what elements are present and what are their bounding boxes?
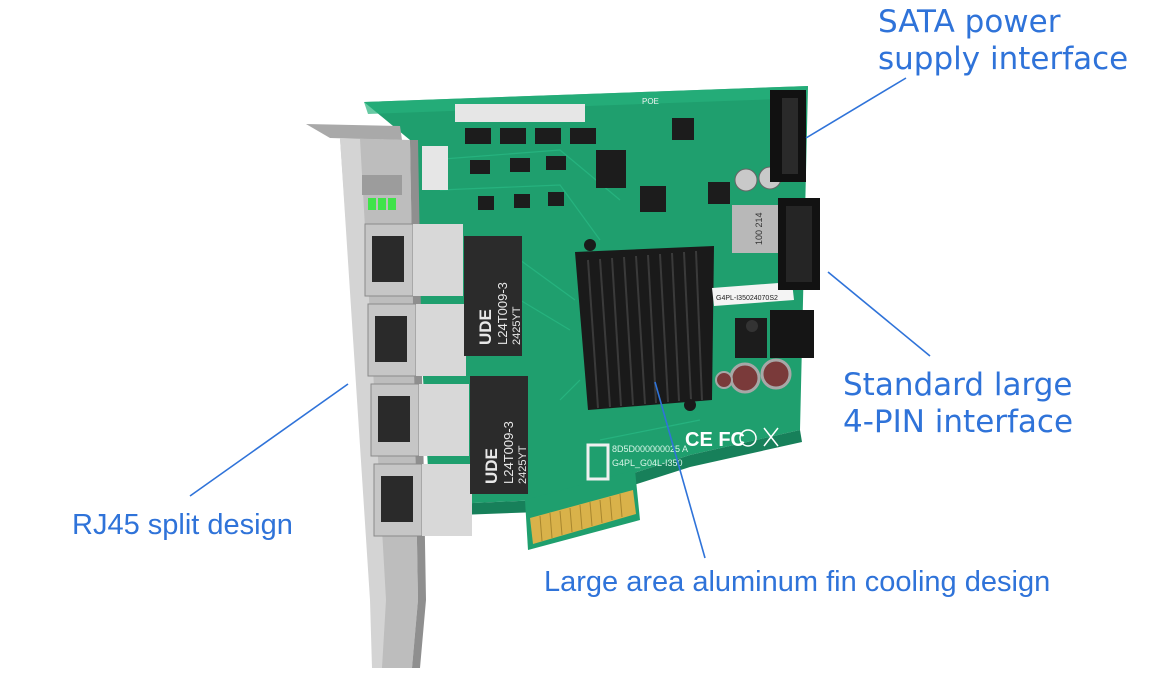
four-pin-leader-line xyxy=(827,271,931,357)
barcode-text: G4PL-I35024070S2 xyxy=(716,295,778,302)
magnetics-2-brand: UDE xyxy=(482,448,501,484)
callout-sata-power: SATA power supply interface xyxy=(878,4,1128,78)
magnetics-2-code: 2425YT xyxy=(517,445,529,484)
magnetics-1-model: L24T009-3 xyxy=(495,282,510,345)
rj45-leader-line xyxy=(189,383,349,497)
callout-sata-line2: supply interface xyxy=(878,41,1129,78)
rj45-port-1 xyxy=(364,223,463,297)
rj45-port-3 xyxy=(370,383,469,457)
callout-four-pin-line1: Standard large xyxy=(843,367,1073,403)
magnetics-2-model: L24T009-3 xyxy=(501,421,516,484)
status-leds xyxy=(368,198,396,210)
weee-bin-icon xyxy=(763,427,779,447)
magnetics-module-1: UDE L24T009-3 2425YT xyxy=(464,236,523,356)
board-serial: 8D5D000000025 A xyxy=(612,444,688,454)
aluminum-heatsink xyxy=(575,239,714,411)
regulator-heatsink xyxy=(735,310,814,358)
board-silkscreen: 8D5D000000025 A G4PL_G04L-I350 CE FC xyxy=(586,427,779,481)
certification-marks: CE FC xyxy=(685,429,745,451)
poe-label: POE xyxy=(642,97,659,106)
poe-circuitry: POE xyxy=(422,97,730,212)
rohs-icon xyxy=(739,429,757,447)
cooling-leader-line xyxy=(654,381,706,559)
callout-four-pin-line2: 4-PIN interface xyxy=(843,404,1074,441)
callout-four-pin: Standard large 4-PIN interface xyxy=(843,367,1073,441)
four-pin-connector xyxy=(778,198,820,290)
barcode-sticker: G4PL-I35024070S2 xyxy=(712,282,794,306)
magnetics-module-2: UDE L24T009-3 2425YT xyxy=(470,376,529,494)
callout-sata-line1: SATA power xyxy=(878,4,1061,40)
sata-power-connector xyxy=(770,90,806,182)
sata-leader-line xyxy=(805,77,907,139)
callout-rj45: RJ45 split design xyxy=(72,509,293,541)
inductor-marking: 100 214 xyxy=(754,212,764,245)
rj45-port-4 xyxy=(373,463,472,537)
magnetics-1-code: 2425YT xyxy=(511,306,523,345)
magnetics-1-brand: UDE xyxy=(476,309,495,345)
callout-lines xyxy=(189,77,931,559)
capacitors xyxy=(715,166,792,394)
board-model: G4PL_G04L-I350 xyxy=(612,458,683,468)
power-inductor: 100 214 xyxy=(732,205,778,253)
rj45-port-2 xyxy=(367,303,466,377)
callout-cooling: Large area aluminum fin cooling design xyxy=(544,566,1051,598)
pcie-edge-connector xyxy=(525,470,640,550)
rj45-ports xyxy=(364,223,472,537)
